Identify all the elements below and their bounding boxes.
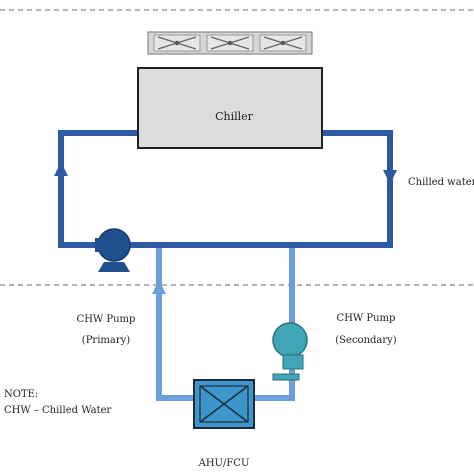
secondary-pump-icon	[272, 322, 308, 381]
chw-pump-secondary-label-line2: (Secondary)	[335, 335, 397, 346]
secondary-loop-piping	[156, 248, 295, 401]
flow-arrow-icon	[152, 280, 166, 294]
chw-pump-primary-label-line1: CHW Pump	[77, 314, 136, 325]
note-heading: NOTE:	[4, 389, 38, 400]
note-text: CHW – Chilled Water	[4, 405, 112, 416]
primary-loop-piping	[58, 130, 393, 248]
chiller-box	[137, 67, 323, 149]
coil-x-icon	[199, 385, 249, 423]
ahu-fcu-label: AHU/FCU	[198, 458, 250, 469]
flow-arrow-icon	[54, 162, 68, 176]
chw-pump-primary-label-line2: (Primary)	[82, 335, 130, 346]
ahu-fcu-icon	[193, 379, 255, 429]
chw-pump-secondary-label-line1: CHW Pump	[337, 313, 396, 324]
flow-arrow-icon	[383, 170, 397, 184]
chilled-water-label: Chilled water	[408, 177, 474, 188]
primary-pump-icon	[95, 228, 131, 272]
chiller-label: Chiller	[215, 110, 254, 123]
condenser-fan-icon	[147, 31, 313, 55]
